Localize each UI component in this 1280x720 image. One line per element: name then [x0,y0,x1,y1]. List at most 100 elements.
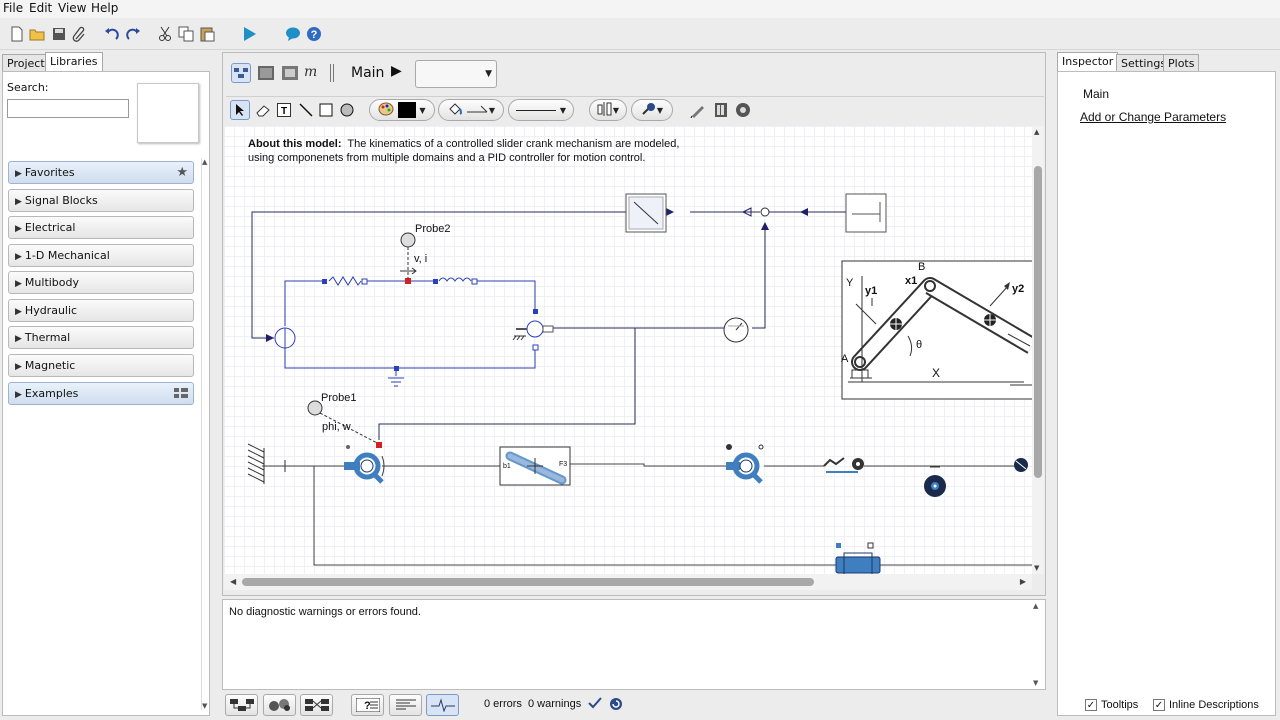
inspector-title: Main [1083,87,1110,101]
redo-icon[interactable] [124,25,142,43]
library-favorites[interactable]: ▶Favorites ★ [8,161,194,184]
line-style-dropdown[interactable]: ▼ [508,99,574,121]
modelica-text-icon[interactable]: m [304,64,318,80]
equation-view-icon[interactable] [258,66,274,83]
probe1-label: Probe1 [321,392,356,404]
help-icon[interactable]: ? [305,25,323,43]
connector-dropdown[interactable]: ▼ [631,99,673,121]
left-panel-tabs: Project Libraries [2,52,212,72]
library-thermal[interactable]: ▶Thermal [8,326,194,349]
diagnostics-scrollbar[interactable]: ▲ ▼ [1033,602,1043,687]
scroll-up-arrow-icon[interactable]: ▲ [1034,128,1040,136]
tab-libraries[interactable]: Libraries [45,52,103,71]
inline-descriptions-label: Inline Descriptions [1169,699,1259,711]
breadcrumb[interactable]: Main [351,65,385,81]
prismatic-joint-icon [823,457,864,473]
text-tool-icon[interactable]: T [277,103,291,120]
icon-view-icon[interactable] [282,66,298,83]
palette-icon [378,102,394,119]
line-tool-icon[interactable] [299,103,313,120]
figure-label-y2: y2 [1012,283,1024,295]
vertical-scrollbar[interactable]: ▲ ▼ [1032,126,1044,574]
drawing-toolbar [226,96,1044,124]
tab-settings[interactable]: Settings [1116,54,1172,72]
select-tool-button[interactable] [230,100,250,120]
scroll-down-arrow-icon[interactable]: ▼ [1033,679,1039,687]
menu-help[interactable]: Help [91,1,119,15]
attach-icon[interactable] [70,25,88,43]
library-signal-blocks[interactable]: ▶Signal Blocks [8,189,194,212]
library-book-icon[interactable] [714,102,728,121]
library-multibody[interactable]: ▶Multibody [8,271,194,294]
ellipse-tool-icon[interactable] [340,103,354,120]
horizontal-scroll-thumb[interactable] [242,578,814,586]
library-magnetic[interactable]: ▶Magnetic [8,354,194,377]
library-preview [137,83,199,143]
library-1d-mechanical[interactable]: ▶1-D Mechanical [8,244,194,267]
connections-view-button[interactable] [300,694,333,716]
expand-triangle-icon: ▶ [15,279,22,289]
scroll-down-arrow-icon[interactable]: ▼ [202,702,208,710]
vertical-scroll-thumb[interactable] [1034,166,1042,478]
library-scrollbar[interactable]: ▲ ▼ [201,158,207,710]
components-icon [268,699,290,711]
tab-project[interactable]: Project [2,54,50,72]
examples-grid-icon[interactable] [174,387,188,402]
mass-body-icon [924,466,946,497]
hierarchy-view-button[interactable] [225,694,258,716]
scroll-up-arrow-icon[interactable]: ▲ [1033,602,1039,610]
figure-label-b: B [918,261,925,273]
tooltips-checkbox[interactable]: ✓Tooltips [1085,699,1138,712]
expand-triangle-icon: ▶ [15,362,22,372]
scroll-right-arrow-icon[interactable]: ▶ [1019,577,1026,586]
rectangle-tool-icon[interactable] [319,103,333,120]
tab-inspector[interactable]: Inspector [1057,52,1119,71]
undo-icon[interactable] [103,25,121,43]
scroll-left-arrow-icon[interactable]: ◀ [230,577,237,586]
probe2-label: Probe2 [415,223,450,235]
cut-icon[interactable] [156,25,174,43]
diagram-view-button[interactable] [231,63,251,83]
line-color-picker[interactable]: ▼ [369,99,435,121]
chevron-down-icon: ▼ [559,105,567,115]
scroll-down-arrow-icon[interactable]: ▼ [1034,564,1040,572]
probe1-vars-label: phi, w [322,421,351,433]
settings-gear-icon[interactable] [735,102,751,121]
chat-icon[interactable] [284,25,302,43]
inline-descriptions-checkbox[interactable]: ✓Inline Descriptions [1153,699,1259,712]
pen-icon[interactable] [690,102,706,121]
library-examples[interactable]: ▶Examples [8,382,194,405]
save-icon[interactable] [50,25,68,43]
new-file-icon[interactable] [8,25,26,43]
add-parameters-link[interactable]: Add or Change Parameters [1080,110,1227,124]
library-electrical[interactable]: ▶Electrical [8,216,194,239]
star-icon[interactable]: ★ [176,165,188,180]
expand-triangle-icon: ▶ [15,307,22,317]
diagnostics-view-button[interactable] [426,694,459,716]
tab-plots[interactable]: Plots [1163,54,1200,72]
menu-file[interactable]: File [3,1,24,15]
menu-edit[interactable]: Edit [29,1,53,15]
model-canvas[interactable]: About this model: The kinematics of a co… [224,126,1032,574]
subsystem-dropdown[interactable]: ▼ [415,60,497,88]
menu-bar: File Edit View Help [0,0,1280,18]
menu-view[interactable]: View [58,1,87,15]
search-input[interactable] [7,99,129,118]
paste-icon[interactable] [198,25,216,43]
refresh-icon[interactable] [609,697,623,714]
help-contents-button[interactable]: ? [351,694,384,716]
align-dropdown[interactable]: ▼ [589,99,627,121]
open-folder-icon[interactable] [28,25,46,43]
eraser-icon[interactable] [255,103,271,120]
horizontal-scrollbar[interactable]: ◀ ▶ [224,574,1032,590]
fill-color-picker[interactable]: ▼ [438,99,504,121]
run-simulation-icon[interactable] [240,25,258,43]
library-label: 1-D Mechanical [24,249,110,262]
help-table-icon: ? [355,698,380,712]
copy-icon[interactable] [177,25,195,43]
components-view-button[interactable] [263,694,296,716]
revolute-joint-1-icon [344,452,385,484]
scroll-up-arrow-icon[interactable]: ▲ [202,158,208,166]
library-hydraulic[interactable]: ▶Hydraulic [8,299,194,322]
text-view-button[interactable] [389,694,422,716]
